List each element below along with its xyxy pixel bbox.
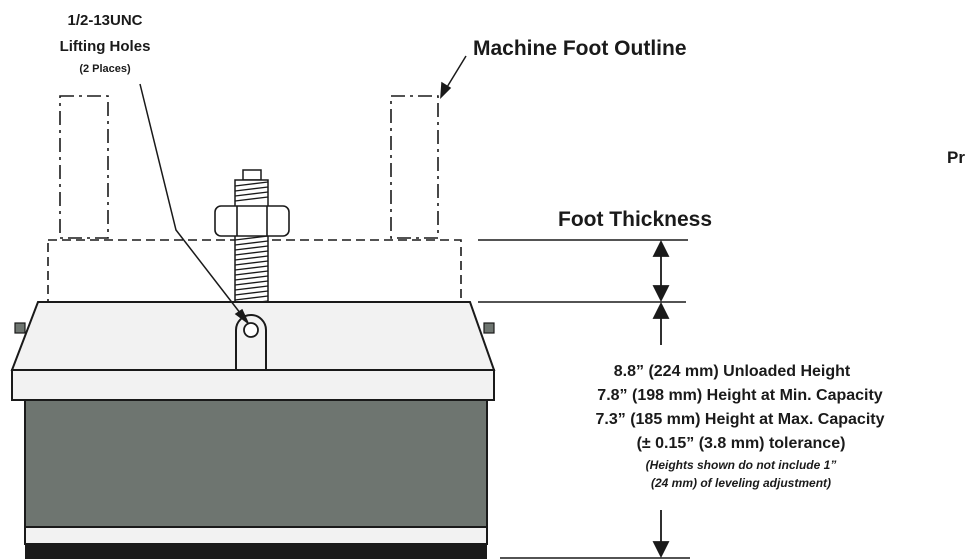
lifting-lug bbox=[235, 314, 267, 371]
mount-base-plate bbox=[25, 544, 487, 559]
dimension-lines bbox=[478, 239, 690, 559]
machine-foot-label: Machine Foot Outline bbox=[473, 37, 687, 60]
foot-thickness-arrow bbox=[652, 239, 670, 303]
foot-thickness-label: Foot Thickness bbox=[558, 208, 712, 231]
mount-flange bbox=[11, 369, 495, 401]
leveling-bolt bbox=[234, 169, 269, 309]
height-arrow bbox=[652, 301, 670, 559]
side-tab-left bbox=[14, 322, 26, 334]
leveling-note-line2: (24 mm) of leveling adjustment) bbox=[651, 476, 831, 490]
unloaded-height-label: 8.8” (224 mm) Unloaded Height bbox=[614, 363, 851, 380]
side-tab-right bbox=[483, 322, 495, 334]
leader-lines bbox=[139, 55, 467, 324]
lifting-hole-icon bbox=[243, 322, 259, 338]
machine-foot-outline bbox=[59, 95, 439, 239]
min-capacity-height-label: 7.8” (198 mm) Height at Min. Capacity bbox=[597, 387, 883, 404]
lifting-hole-label-line3: (2 Places) bbox=[79, 63, 131, 75]
max-capacity-height-label: 7.3” (185 mm) Height at Max. Capacity bbox=[596, 411, 885, 428]
leveling-note-line1: (Heights shown do not include 1” bbox=[646, 458, 837, 472]
mount-body bbox=[24, 399, 488, 528]
clipped-right-label: Pr bbox=[947, 148, 965, 167]
hex-nut bbox=[214, 205, 290, 237]
foot-post-left bbox=[59, 95, 109, 239]
tolerance-label: (± 0.15” (3.8 mm) tolerance) bbox=[637, 435, 846, 452]
mount-base-white bbox=[24, 526, 488, 545]
lifting-hole-label-line2: Lifting Holes bbox=[60, 38, 151, 55]
lifting-hole-label-line1: 1/2-13UNC bbox=[67, 12, 142, 29]
foot-thickness-outline bbox=[47, 239, 462, 303]
foot-post-right bbox=[390, 95, 439, 239]
